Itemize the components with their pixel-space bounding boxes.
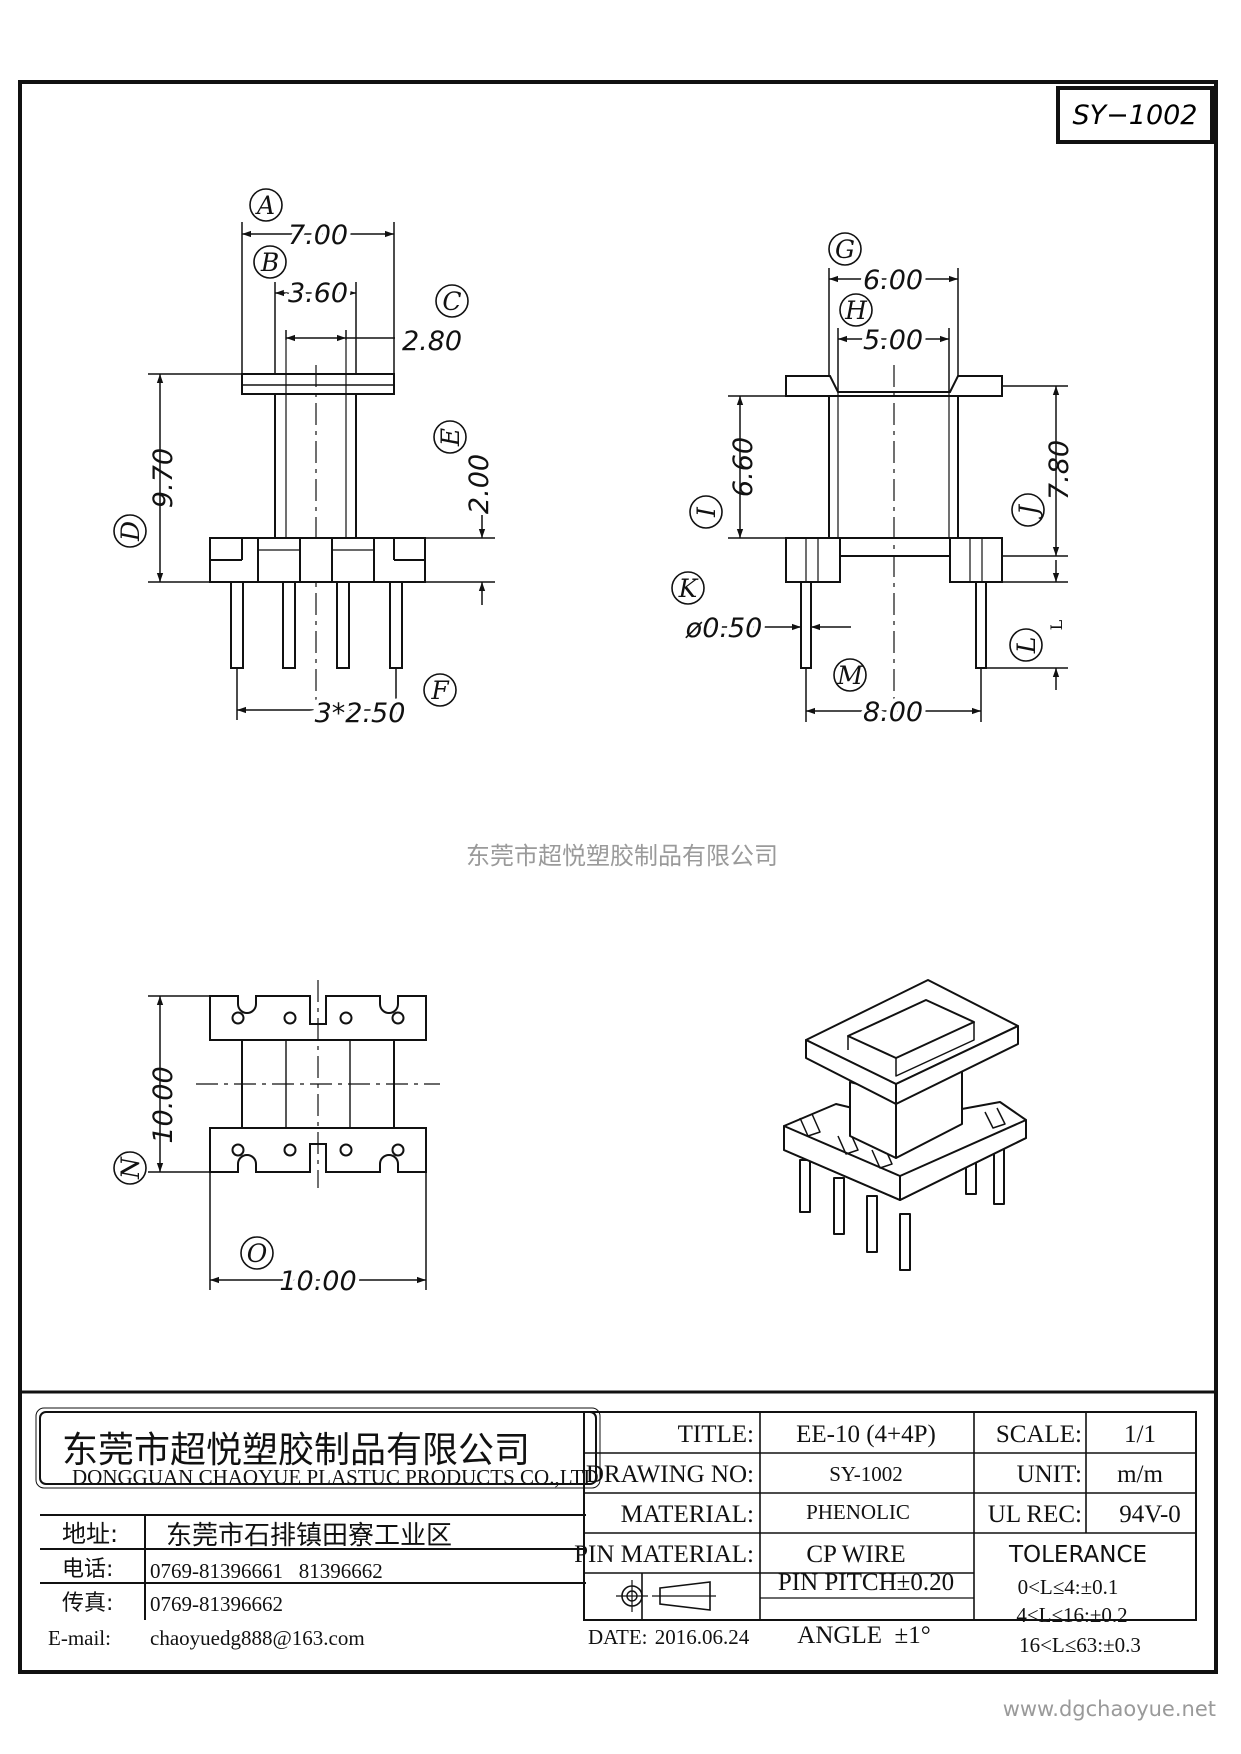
- front-view-dims: [148, 222, 495, 720]
- label-n: N: [116, 1156, 145, 1180]
- side-view-dims: [700, 268, 1068, 722]
- address-value: 东莞市石排镇田寮工业区: [166, 1521, 452, 1551]
- side-view-callout-letters: G H I J K L M: [678, 235, 1043, 690]
- dim-h-value: 5.00: [863, 325, 923, 356]
- front-view: [209, 340, 426, 700]
- label-c: C: [442, 287, 461, 316]
- tolerance-label: TOLERANCE: [1008, 1542, 1147, 1568]
- label-j: J: [1014, 503, 1043, 520]
- dim-e-value: 2.00: [464, 454, 495, 514]
- fax-label: 传真:: [62, 1591, 113, 1616]
- dim-j-value: 7.80: [1044, 440, 1075, 500]
- drawing-no-value: SY-1002: [829, 1462, 903, 1486]
- side-view-dim-text: 6.00 5.00 6.60 7.80 ø0.50 L 8.00: [681, 261, 1075, 732]
- unit-label: UNIT:: [1017, 1461, 1082, 1488]
- company-watermark: 东莞市超悦塑胶制品有限公司: [466, 842, 778, 870]
- label-k: K: [678, 574, 699, 603]
- title-value: EE-10 (4+4P): [796, 1421, 936, 1448]
- label-o: O: [247, 1239, 268, 1268]
- label-f: F: [430, 676, 450, 705]
- drawing-code: SY−1002: [1073, 100, 1198, 131]
- bottom-view-dim-text: 10.00 10.00: [148, 1066, 361, 1301]
- label-h: H: [844, 296, 868, 325]
- label-l: L: [1012, 637, 1041, 655]
- title-block: [20, 1390, 1216, 1621]
- dim-m-value: 8.00: [863, 697, 923, 728]
- dim-i-value: 6.60: [728, 437, 759, 497]
- drawing-no-label: DRAWING NO:: [586, 1461, 754, 1488]
- dim-g-value: 6.00: [863, 265, 923, 296]
- fax-value: 0769-81396662: [150, 1592, 283, 1616]
- front-view-callout-letters: A B C D E F: [116, 191, 465, 705]
- pin-pitch: PIN PITCH±0.20: [778, 1569, 954, 1596]
- pin-material-label: PIN MATERIAL:: [574, 1541, 754, 1568]
- unit-value: m/m: [1117, 1461, 1163, 1488]
- bottom-view-callout-letters: N O: [116, 1156, 267, 1268]
- website-url: www.dgchaoyue.net: [1003, 1697, 1216, 1721]
- tolerance-range-2: 4<L≤16:±0.2: [1016, 1603, 1127, 1627]
- pin-material-value: CP WIRE: [806, 1541, 905, 1568]
- email-value: chaoyuedg888@163.com: [150, 1626, 365, 1650]
- label-e: E: [436, 428, 465, 447]
- dim-o-value: 10.00: [279, 1266, 356, 1297]
- drawing-code-box: SY−1002: [1056, 86, 1214, 144]
- company-name-en: DONGGUAN CHAOYUE PLASTUC PRODUCTS CO.,LT…: [72, 1465, 599, 1489]
- address-label: 地址:: [62, 1520, 118, 1548]
- material-value: PHENOLIC: [806, 1500, 910, 1524]
- bottom-view-callouts: [113, 1151, 274, 1270]
- bottom-view: [196, 980, 440, 1188]
- tolerance-range-1: 0<L≤4:±0.1: [1018, 1575, 1119, 1599]
- label-b: B: [260, 248, 279, 277]
- front-view-dim-text: 7.00 3.60 2.80 9.70 2.00 3*2.50: [148, 216, 495, 733]
- sheet-border: [18, 80, 1218, 1674]
- date-value: 2016.06.24: [655, 1625, 750, 1649]
- dim-f-value: 3*2.50: [315, 698, 406, 729]
- company-name-cn: 东莞市超悦塑胶制品有限公司: [62, 1430, 530, 1471]
- dim-d-value: 9.70: [148, 448, 179, 508]
- dim-n-value: 10.00: [148, 1066, 179, 1143]
- phone-value: 0769-81396661 81396662: [150, 1559, 383, 1583]
- label-g: G: [835, 235, 855, 264]
- tolerance-range-3: 16<L≤63:±0.3: [1019, 1633, 1141, 1657]
- title-label: TITLE:: [678, 1421, 754, 1448]
- scale-label: SCALE:: [996, 1421, 1082, 1448]
- label-i: I: [692, 506, 721, 518]
- email-label: E-mail:: [48, 1626, 111, 1650]
- isometric-view: [783, 979, 1027, 1271]
- label-d: D: [116, 521, 145, 542]
- ul-label: UL REC:: [988, 1501, 1082, 1528]
- phone-label: 电话:: [62, 1557, 113, 1582]
- dim-k-value: ø0.50: [685, 613, 763, 644]
- label-a: A: [255, 191, 275, 220]
- title-block-text: 东莞市超悦塑胶制品有限公司 DONGGUAN CHAOYUE PLASTUC P…: [48, 1421, 1181, 1657]
- dim-l-value: L: [1047, 619, 1066, 630]
- bottom-view-dims: [148, 995, 427, 1290]
- dim-b-value: 3.60: [288, 278, 348, 309]
- label-m: M: [836, 661, 864, 690]
- side-view: [785, 365, 1003, 700]
- front-view-callouts: [113, 188, 469, 707]
- dim-c-value: 2.80: [402, 326, 462, 357]
- dim-a-value: 7.00: [288, 220, 348, 251]
- date-label: DATE:: [588, 1625, 648, 1649]
- scale-value: 1/1: [1124, 1421, 1156, 1448]
- material-label: MATERIAL:: [621, 1501, 754, 1528]
- ul-value: 94V-0: [1119, 1501, 1181, 1528]
- side-view-callouts: [671, 232, 1045, 692]
- angle-tolerance: ANGLE ±1°: [797, 1622, 930, 1649]
